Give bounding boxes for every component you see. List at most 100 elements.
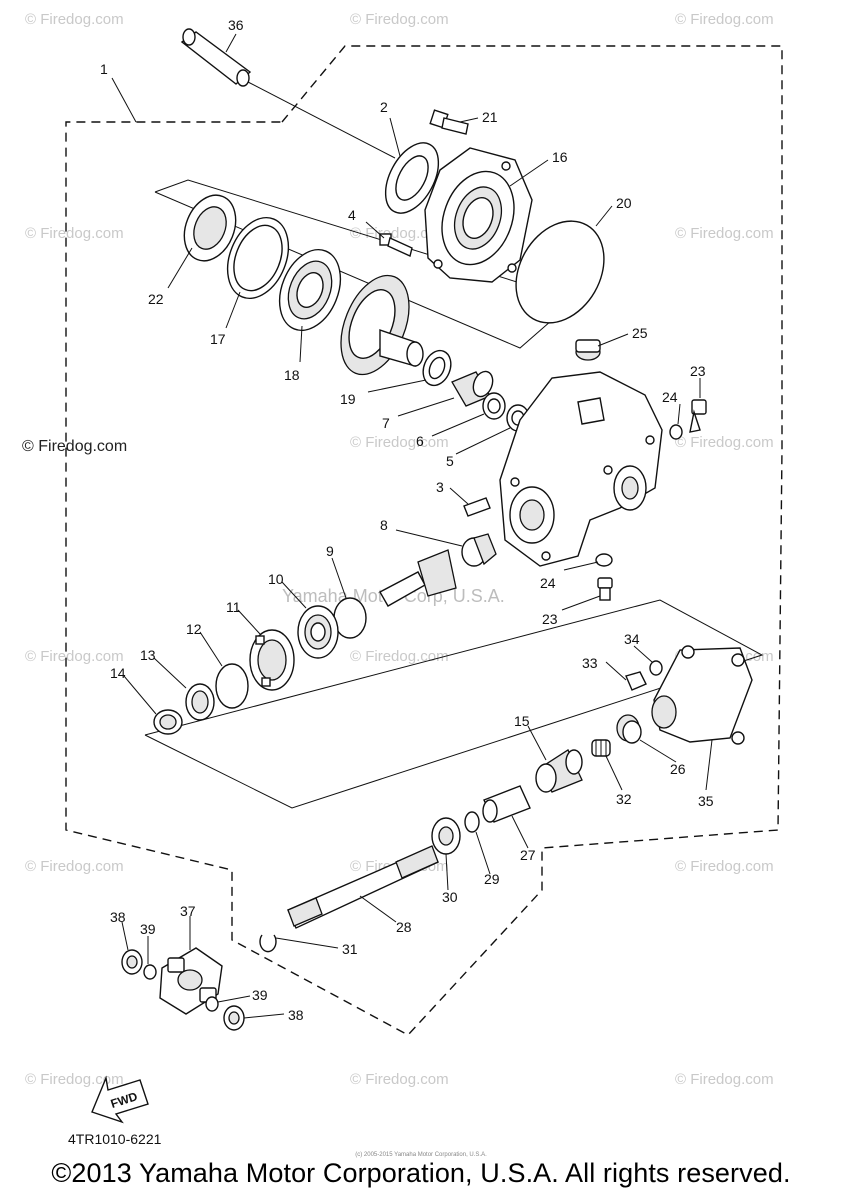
gear-case [499, 371, 663, 567]
part-2-shim [384, 142, 440, 214]
part-17-shim [226, 216, 290, 300]
part-32-spring [591, 739, 611, 757]
callout-labels: 36 1 2 21 16 20 4 22 17 18 19 7 6 5 25 2… [100, 17, 714, 1023]
callout-9: 9 [326, 543, 334, 559]
part-24-washer-lower [595, 553, 613, 567]
callout-21: 21 [482, 109, 498, 125]
small-copyright: (c) 2005-2015 Yamaha Motor Corporation, … [355, 1152, 487, 1158]
part-38-bearing-cup-right [223, 1005, 245, 1031]
callout-34: 34 [624, 631, 640, 647]
callout-6: 6 [416, 433, 424, 449]
part-29-ring [464, 811, 480, 833]
part-31-circlip [259, 934, 277, 953]
callout-29: 29 [484, 871, 500, 887]
callout-18: 18 [284, 367, 300, 383]
leader-lines [111, 33, 713, 1019]
watermark: © Firedog.com [25, 225, 124, 242]
part-28-drive-shaft [287, 845, 439, 929]
part-16-bearing-housing [424, 147, 533, 283]
watermark: © Firedog.com [25, 11, 124, 28]
callout-24-upper: 24 [662, 389, 678, 405]
callout-19: 19 [340, 391, 356, 407]
callout-10: 10 [268, 571, 284, 587]
callout-39-right: 39 [252, 987, 268, 1003]
part-7-bearing [451, 370, 494, 407]
pinion-gear-shaft [379, 549, 457, 607]
callout-7: 7 [382, 415, 390, 431]
callout-39-left: 39 [140, 921, 156, 937]
diagram-code: 4TR1010-6221 [68, 1131, 162, 1147]
assembly-boundary [65, 45, 783, 1036]
callout-23-upper: 23 [690, 363, 706, 379]
callout-22: 22 [148, 291, 164, 307]
callout-3: 3 [436, 479, 444, 495]
callout-8: 8 [380, 517, 388, 533]
part-30-coupling [431, 817, 461, 855]
callout-38-right: 38 [288, 1007, 304, 1023]
part-36-pin [180, 28, 396, 159]
part-13-seal [185, 683, 215, 721]
part-23-bolt-upper [689, 399, 707, 433]
callout-38-left: 38 [110, 909, 126, 925]
ring-gear [340, 274, 424, 376]
part-18-bearing [278, 248, 342, 332]
fwd-arrow-icon: FWD [91, 1075, 149, 1124]
part-20-o-ring [515, 220, 605, 324]
watermark: © Firedog.com [350, 1071, 449, 1088]
watermark: © Firedog.com [350, 434, 449, 451]
callout-4: 4 [348, 207, 356, 223]
callout-37: 37 [180, 903, 196, 919]
part-23-bolt-lower [597, 577, 613, 601]
part-33-nut [625, 671, 647, 691]
watermark: © Firedog.com [25, 1071, 124, 1088]
part-35-bracket [651, 645, 753, 745]
callout-24-lower: 24 [540, 575, 556, 591]
part-22-oil-seal [183, 194, 237, 262]
part-6-collar [482, 392, 506, 420]
callout-11: 11 [226, 599, 241, 615]
watermark: © Firedog.com [675, 434, 774, 451]
part-25-cap [575, 339, 601, 361]
callout-23-lower: 23 [542, 611, 558, 627]
part-10-bearing [297, 605, 339, 659]
watermark: © Firedog.com [675, 858, 774, 875]
part-34-washer [649, 660, 663, 676]
part-26-collar [616, 714, 642, 744]
callout-36: 36 [228, 17, 244, 33]
part-24-washer-upper [669, 424, 683, 440]
callout-32: 32 [616, 791, 632, 807]
callout-14: 14 [110, 665, 126, 681]
lower-group-outline [144, 599, 764, 809]
callout-17: 17 [210, 331, 226, 347]
callout-27: 27 [520, 847, 536, 863]
part-12-o-ring [215, 663, 249, 709]
watermark: © Firedog.com [350, 11, 449, 28]
callout-35: 35 [698, 793, 714, 809]
part-9-o-ring [333, 597, 367, 639]
callout-2: 2 [380, 99, 388, 115]
callout-15: 15 [514, 713, 530, 729]
part-19-seal [422, 349, 452, 387]
callout-26: 26 [670, 761, 686, 777]
watermark-dark: © Firedog.com [22, 438, 127, 455]
part-38-bearing-cup-left [121, 949, 143, 975]
callout-33: 33 [582, 655, 598, 671]
callout-16: 16 [552, 149, 568, 165]
part-39-clip-left [143, 964, 157, 980]
watermark: © Firedog.com [675, 11, 774, 28]
watermark: © Firedog.com [25, 858, 124, 875]
copyright-notice: ©2013 Yamaha Motor Corporation, U.S.A. A… [51, 1158, 791, 1188]
watermark: © Firedog.com [675, 225, 774, 242]
callout-12: 12 [186, 621, 202, 637]
part-27-sleeve [482, 785, 531, 823]
part-4-bolt [379, 233, 413, 257]
callout-1: 1 [100, 61, 108, 77]
callout-31: 31 [342, 941, 358, 957]
part-8-bearing [461, 533, 497, 567]
callout-30: 30 [442, 889, 458, 905]
part-21-bolt [429, 109, 469, 135]
part-37-universal-joint [159, 947, 223, 1015]
callout-5: 5 [446, 453, 454, 469]
part-39-clip-right [205, 996, 219, 1012]
